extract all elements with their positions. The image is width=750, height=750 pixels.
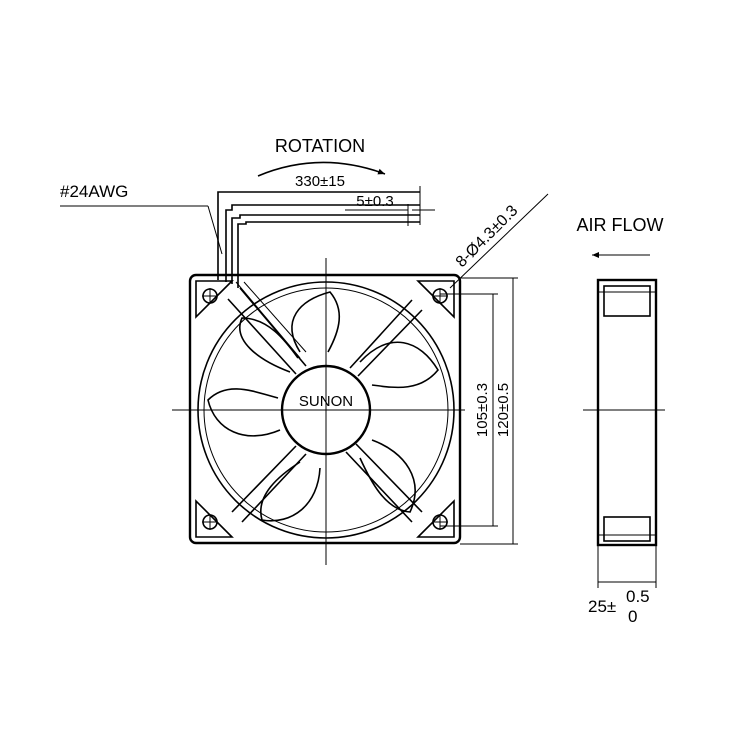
rotation-arrow xyxy=(257,161,386,177)
side-view: AIR FLOW 25± 0.5 0 xyxy=(576,215,665,626)
lead-length-dimension: 330±15 xyxy=(295,173,421,225)
wire-gauge-label: #24AWG xyxy=(60,182,128,201)
side-top-flange xyxy=(603,285,651,317)
side-frame-outline xyxy=(596,278,658,547)
hole-spacing-label: 105±0.3 xyxy=(474,383,491,437)
support-struts xyxy=(227,287,423,523)
rotation-label: ROTATION xyxy=(275,136,365,156)
wire-gauge-callout: #24AWG xyxy=(60,182,223,255)
mount-hole-bottom-right xyxy=(416,499,455,538)
mount-hole-top-right xyxy=(416,280,455,319)
depth-tolerance-lower: 0 xyxy=(628,607,637,626)
depth-tolerance-upper: 0.5 xyxy=(626,587,650,606)
rotation-annotation: ROTATION xyxy=(257,136,386,177)
fan-frame-outline xyxy=(188,273,462,545)
mount-hole-top-left xyxy=(195,280,234,319)
strip-length-label: 5±0.3 xyxy=(356,193,393,210)
air-flow-label: AIR FLOW xyxy=(576,215,663,235)
strip-length-dimension: 5±0.3 xyxy=(345,193,435,226)
frame-size-label: 120±0.5 xyxy=(495,383,512,437)
mount-hole-callout: 8-Ø4.3±0.3 xyxy=(449,193,549,289)
hole-spacing-dimension: 105±0.3 xyxy=(440,293,498,527)
frame-size-dimension: 120±0.5 xyxy=(460,277,518,545)
lead-length-label: 330±15 xyxy=(295,173,345,190)
front-view: SUNON xyxy=(172,191,465,565)
mount-hole-bottom-left xyxy=(195,499,234,538)
mount-holes-label: 8-Ø4.3±0.3 xyxy=(453,202,522,271)
lead-wires xyxy=(217,191,420,359)
depth-label: 25± xyxy=(588,597,616,616)
side-bottom-flange xyxy=(603,516,651,542)
